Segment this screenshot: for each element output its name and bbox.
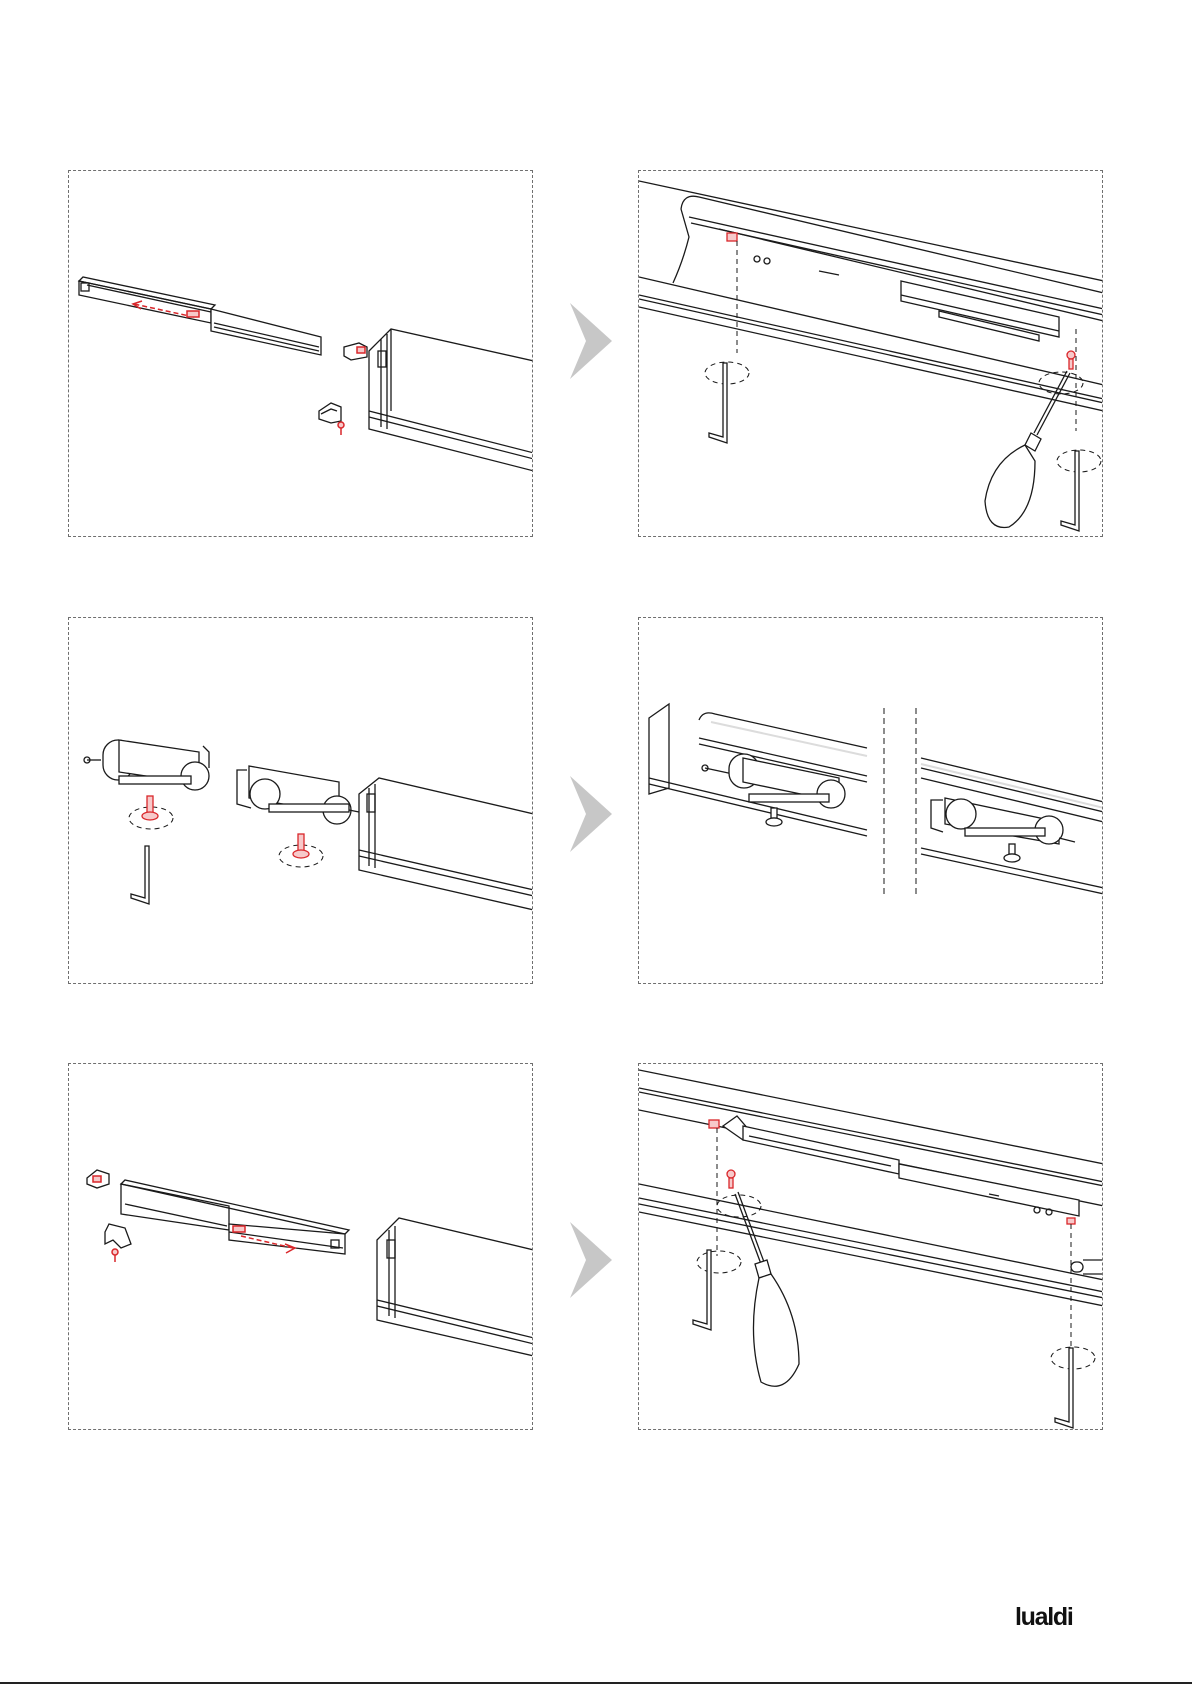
step-3-panel	[68, 617, 533, 984]
step-2-illustration	[639, 171, 1103, 537]
step-2-panel	[638, 170, 1103, 537]
chevron-right-icon	[570, 776, 612, 852]
step-1-panel	[68, 170, 533, 537]
step-1-illustration	[69, 171, 533, 537]
chevron-right-icon	[570, 1222, 612, 1298]
bottom-rule	[0, 1682, 1192, 1684]
allen-key-icon	[131, 846, 149, 904]
brand-logo: lualdi	[1015, 1603, 1072, 1632]
step-6-illustration	[639, 1064, 1103, 1430]
step-4-illustration	[639, 618, 1103, 984]
step-5-illustration	[69, 1064, 533, 1430]
step-4-panel	[638, 617, 1103, 984]
chevron-right-icon	[570, 303, 612, 379]
screwdriver-icon	[735, 1192, 799, 1386]
step-6-panel	[638, 1063, 1103, 1430]
step-5-panel	[68, 1063, 533, 1430]
screw-icon	[727, 1170, 735, 1188]
allen-key-icon	[693, 1250, 1073, 1428]
step-3-illustration	[69, 618, 533, 984]
